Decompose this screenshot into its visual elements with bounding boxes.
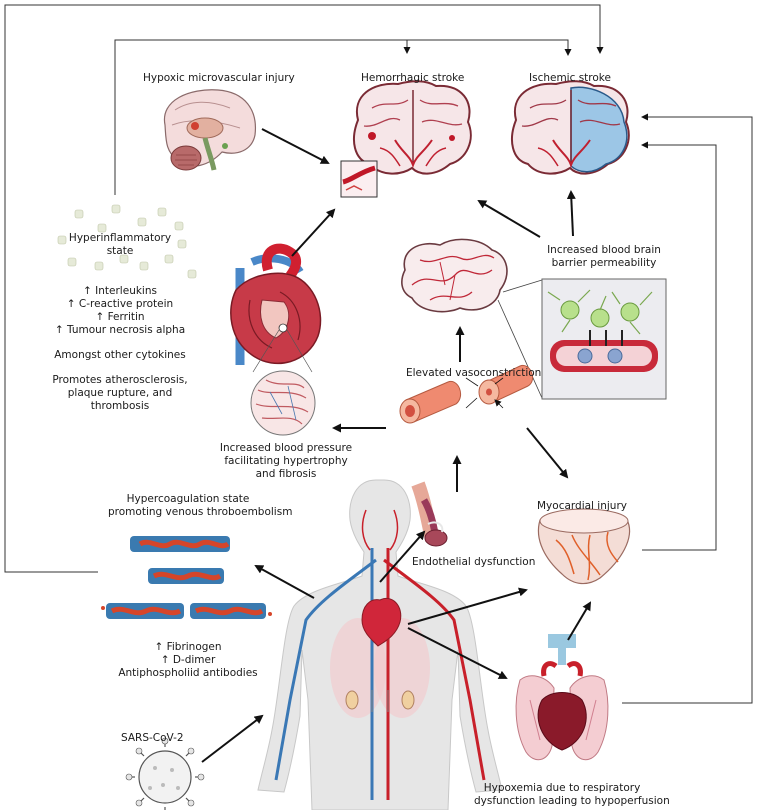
myocardial-heart-illustration: [537, 508, 631, 585]
arrow-body-to-coag: [254, 565, 315, 599]
arrow-lungs-to-myocardial: [567, 601, 592, 641]
arrow-bbb-to-ischemic: [566, 190, 576, 237]
bbb-line-2: barrier permeability: [551, 257, 657, 269]
hypercoag-line-2: promoting venous throboembolism: [108, 506, 293, 518]
ischemic-brain-illustration: [511, 80, 630, 175]
marker-ferritin: ↑ Ferritin: [95, 311, 145, 323]
frame-connectors: [4, 4, 753, 704]
effects-line-2: plaque rupture, and: [67, 387, 173, 399]
bbb-line-1: Increased blood brain: [547, 244, 661, 256]
endothelial-vessel-illustration: [411, 481, 448, 547]
label-vasoconstriction: Elevated vasoconstriction: [406, 367, 542, 379]
label-hypoxemia: Hypoxemia due to respiratory dysfunction…: [474, 782, 670, 808]
marker-interleukins: ↑ Interleukins: [83, 285, 157, 297]
bp-line-3: and fibrosis: [255, 468, 317, 480]
connector-hypoxemia-to-ischemic: [622, 113, 753, 704]
connector-myocardial-to-ischemic: [641, 141, 717, 551]
label-myocardial-injury: Myocardial injury: [537, 500, 627, 512]
label-bbb-permeability: Increased blood brain barrier permeabili…: [544, 244, 664, 270]
label-coag-markers: ↑ Fibrinogen ↑ D-dimer Antiphospholiid a…: [118, 641, 258, 680]
coag-marker-antibodies: Antiphospholiid antibodies: [118, 667, 258, 679]
lungs-illustration: [515, 634, 609, 761]
other-cytokines: Amongst other cytokines: [54, 349, 186, 361]
inflammation-title-2: state: [106, 245, 134, 257]
marker-crp: ↑ C-reactive protein: [66, 298, 174, 310]
arrow-heart-to-myocardial: [407, 587, 528, 625]
virus-illustration: [125, 737, 205, 810]
bp-line-1: Increased blood pressure: [219, 442, 353, 454]
heart-illustration: [230, 243, 322, 436]
coag-marker-ddimer: ↑ D-dimer: [160, 654, 216, 666]
label-sars-cov-2: SARS-CoV-2: [121, 732, 184, 744]
arrow-heart-to-hemorrhagic: [291, 208, 336, 257]
effects-line-1: Promotes atherosclerosis,: [52, 374, 188, 386]
hypoxic-brain-illustration: [163, 89, 257, 171]
effects-line-3: thrombosis: [90, 400, 150, 412]
vasoconstriction-brain-illustration: [401, 238, 508, 313]
arrow-heart-to-lungs: [407, 627, 508, 679]
coagulation-vessels-illustration: [101, 536, 272, 619]
arrow-virus-to-body: [201, 714, 264, 763]
label-hypercoagulation: Hypercoagulation state promoting venous …: [108, 493, 293, 519]
human-body-illustration: [257, 479, 503, 810]
label-blood-pressure: Increased blood pressure facilitating hy…: [218, 442, 354, 481]
connector-inflam-to-strokes: [114, 39, 572, 195]
hypoxemia-line-1: Hypoxemia due to respiratory: [483, 782, 641, 794]
bp-line-2: facilitating hypertrophy: [224, 455, 348, 467]
inflammation-title-1: Hyperinflammatory: [68, 232, 172, 244]
coag-marker-fibrinogen: ↑ Fibrinogen: [154, 641, 222, 653]
causal-arrows: [201, 128, 592, 763]
hypoxemia-line-2: dysfunction leading to hypoperfusion: [474, 795, 670, 807]
label-hypoxic-injury: Hypoxic microvascular injury: [143, 72, 295, 84]
arrow-hypoxic-to-hemorrhagic: [261, 128, 330, 164]
inflammation-panel: Hyperinflammatory state ↑ Interleukins ↑…: [30, 232, 210, 413]
connector-coag-to-ischemic: [4, 4, 604, 573]
cytokine-dots: [57, 204, 197, 279]
arrow-body-to-endothelial: [379, 530, 426, 583]
label-ischemic-stroke: Ischemic stroke: [529, 72, 611, 84]
hypercoag-line-1: Hypercoagulation state: [126, 493, 250, 505]
vessel-illustrations: [399, 364, 533, 424]
hemorrhagic-brain-illustration: [340, 80, 472, 198]
label-endothelial-dysfunction: Endothelial dysfunction: [412, 556, 536, 568]
bbb-inset-illustration: [497, 278, 667, 400]
label-hemorrhagic-stroke: Hemorrhagic stroke: [361, 72, 465, 84]
arrow-bbb-to-hemorrhagic: [477, 199, 541, 238]
marker-tnf: ↑ Tumour necrosis alpha: [54, 324, 186, 336]
arrow-vaso-to-myocardial: [526, 427, 569, 479]
